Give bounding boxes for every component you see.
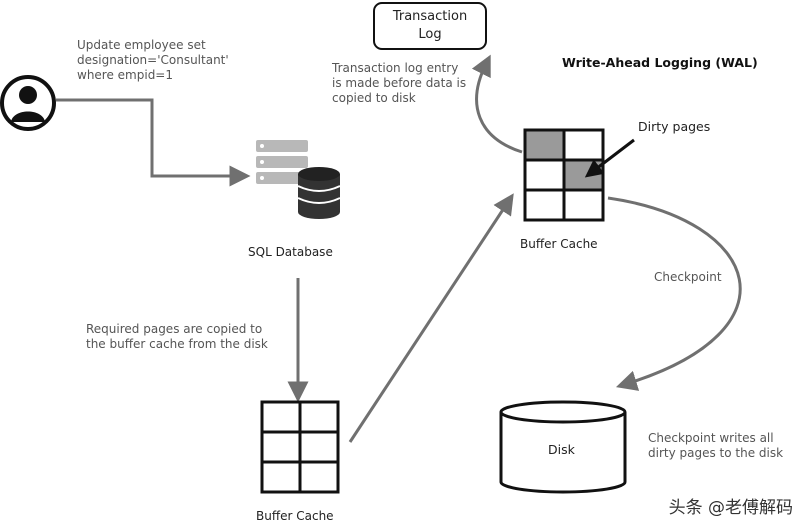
watermark-text: 头条 @老傅解码 xyxy=(668,498,793,518)
transaction-log-line: Log xyxy=(418,27,442,42)
checkpoint-note: Checkpoint writes all dirty pages to the… xyxy=(648,431,783,461)
log-note-line: copied to disk xyxy=(332,91,416,105)
buffer-cache-grid-bottom xyxy=(260,400,340,494)
dirty-page-cell xyxy=(525,130,564,160)
arrow-checkpoint-to-disk xyxy=(607,196,742,391)
query-line: where empid=1 xyxy=(77,68,173,82)
log-note-line: Transaction log entry xyxy=(332,61,459,75)
database-server-icon xyxy=(256,140,341,219)
transaction-log-box: Transaction Log xyxy=(373,2,487,50)
disk-label: Disk xyxy=(548,442,575,457)
user-avatar-icon xyxy=(0,75,56,131)
log-note-line: is made before data is xyxy=(332,76,467,90)
sql-database-label: SQL Database xyxy=(248,245,333,259)
buffer-cache-bottom-label: Buffer Cache xyxy=(256,509,334,523)
diagram-title: Write-Ahead Logging (WAL) xyxy=(562,55,758,70)
query-line: Update employee set xyxy=(77,38,206,52)
buffer-cache-top-label: Buffer Cache xyxy=(520,237,598,251)
dirty-page-cell xyxy=(564,160,603,190)
transaction-log-line: Transaction xyxy=(392,9,468,24)
copy-note-line: the buffer cache from the disk xyxy=(86,337,268,351)
copy-note-line: Required pages are copied to xyxy=(86,322,263,336)
query-line: designation='Consultant' xyxy=(77,53,229,67)
disk-cylinder xyxy=(499,400,627,494)
dirty-pages-label: Dirty pages xyxy=(638,119,711,134)
checkpoint-note-line: dirty pages to the disk xyxy=(648,446,784,460)
buffer-cache-grid-top xyxy=(523,128,605,222)
query-text: Update employee set designation='Consult… xyxy=(77,38,229,83)
log-note: Transaction log entry is made before dat… xyxy=(332,61,466,106)
arrow-buffer-to-buffer xyxy=(348,193,514,443)
checkpoint-note-line: Checkpoint writes all xyxy=(648,431,774,445)
arrow-user-to-database xyxy=(56,98,251,187)
copy-note: Required pages are copied to the buffer … xyxy=(86,322,268,352)
checkpoint-label: Checkpoint xyxy=(654,270,722,284)
arrow-dirty-pages xyxy=(584,138,635,178)
arrow-buffer-to-log xyxy=(471,54,523,154)
